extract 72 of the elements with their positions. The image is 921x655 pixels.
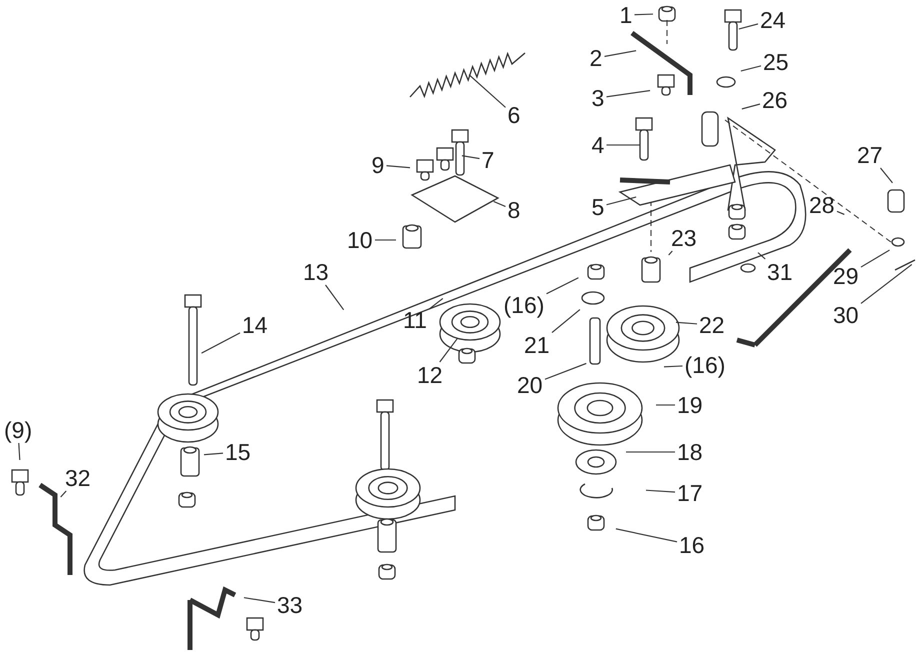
leader-line — [740, 65, 762, 72]
callout-number: 22 — [699, 313, 725, 337]
leader-line — [439, 338, 458, 362]
leader-line — [606, 90, 650, 98]
leader-line — [386, 165, 410, 168]
callout-number: 32 — [65, 466, 91, 490]
callout-number: 29 — [833, 264, 859, 288]
leader-line — [204, 452, 224, 456]
callout-number: (16) — [504, 293, 544, 317]
leader-line — [606, 196, 636, 206]
callout-number: 17 — [677, 481, 703, 505]
callout-number: 23 — [671, 226, 697, 250]
leader-line — [738, 23, 758, 30]
leader-line — [836, 210, 845, 215]
leader-line — [325, 284, 344, 310]
leader-line — [606, 144, 640, 146]
leader-line — [546, 277, 579, 294]
callout-number: 18 — [677, 440, 703, 464]
callout-number: 28 — [809, 193, 835, 217]
callout-number: 31 — [767, 260, 793, 284]
callout-number: 16 — [679, 533, 705, 557]
leader-line — [604, 50, 636, 57]
callout-number: 6 — [508, 103, 520, 127]
callout-number: 9 — [372, 153, 384, 177]
leader-line — [201, 332, 240, 354]
leader-line — [656, 404, 675, 406]
callout-number: 26 — [762, 88, 788, 112]
leader-line — [634, 14, 654, 16]
leader-line — [758, 252, 766, 260]
leader-line — [646, 490, 676, 493]
leader-line — [244, 597, 276, 604]
leader-line — [468, 74, 506, 108]
callout-number: 7 — [482, 148, 494, 172]
callout-number: 13 — [303, 260, 329, 284]
callout-number: 30 — [833, 303, 859, 327]
callout-number: 19 — [677, 393, 703, 417]
callout-number: 12 — [417, 363, 443, 387]
callout-number: 8 — [508, 198, 520, 222]
callout-number: (16) — [684, 353, 726, 377]
callout-number: 4 — [592, 133, 604, 157]
callout-number: 5 — [592, 195, 604, 219]
callout-number: 11 — [403, 308, 427, 332]
leader-line — [18, 442, 20, 460]
leader-line — [428, 298, 444, 310]
callout-number: 27 — [857, 143, 883, 167]
callout-number: 1 — [620, 3, 632, 27]
leader-line — [664, 365, 683, 368]
leader-line — [742, 104, 760, 110]
leader-line — [616, 528, 678, 542]
callout-number: 20 — [517, 373, 543, 397]
callout-number: 21 — [524, 333, 550, 357]
callout-number: 2 — [590, 46, 602, 70]
leader-line — [375, 239, 396, 241]
leader-line — [552, 309, 580, 334]
leader-line — [676, 322, 698, 324]
leader-line — [60, 490, 67, 498]
callout-number: 25 — [763, 50, 789, 74]
callout-number: 33 — [277, 593, 303, 617]
leader-line — [860, 264, 912, 304]
callout-number: 14 — [242, 313, 268, 337]
leader-line — [493, 201, 506, 207]
callout-number: 15 — [225, 440, 251, 464]
leader-line — [860, 250, 890, 268]
callout-number: 10 — [347, 228, 373, 252]
callout-number: (9) — [4, 418, 32, 442]
callout-number: 3 — [592, 86, 604, 110]
leader-line — [462, 155, 480, 160]
leader-line — [544, 362, 586, 380]
leader-line — [668, 250, 673, 256]
leader-line — [626, 451, 675, 453]
callout-number: 24 — [760, 8, 786, 32]
leader-line — [880, 168, 893, 184]
